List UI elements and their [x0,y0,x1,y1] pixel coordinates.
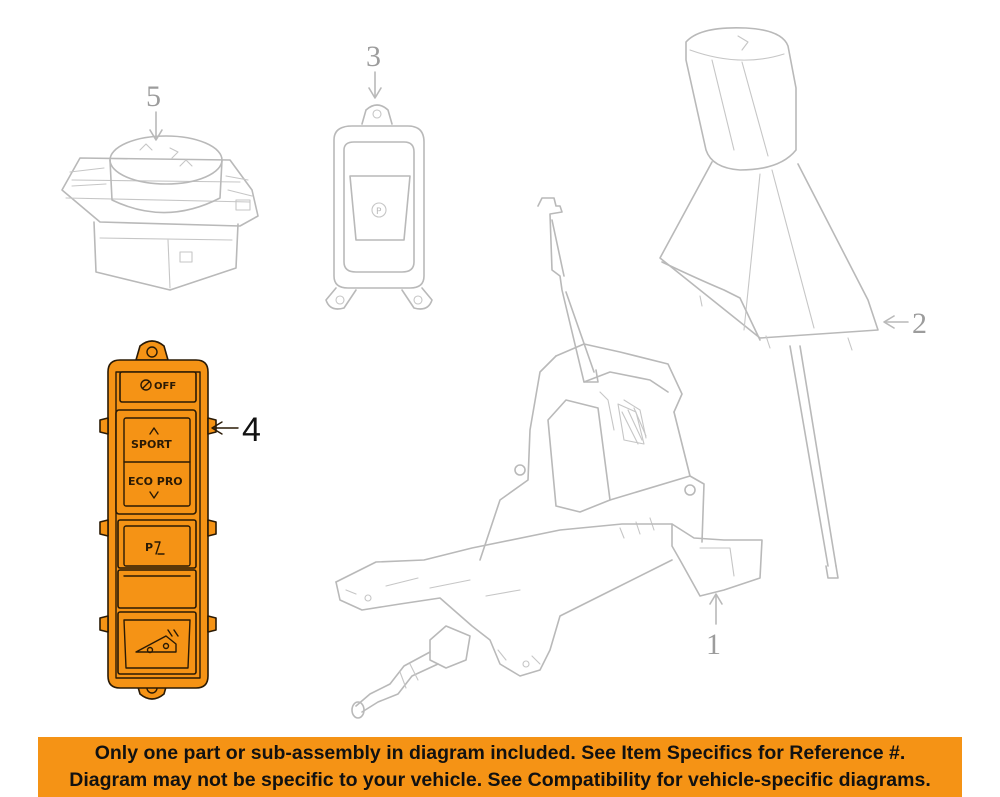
callout-2-label: 2 [912,307,927,340]
sport-up-arrow-icon [149,427,159,435]
disclaimer-line-2: Diagram may not be specific to your vehi… [69,769,931,791]
callout-4-label: 4 [242,411,261,449]
part-1-gear-lever [537,197,599,383]
part-3-paddle [349,175,411,241]
park-assist-button[interactable]: P [117,519,197,569]
eco-pro-down-arrow-icon [149,491,159,499]
part-1-cable [355,651,431,707]
off-button-label: OFF [154,381,176,392]
disclaimer-line-1: Only one part or sub-assembly in diagram… [94,742,906,764]
part-3-body [333,125,425,289]
disclaimer-banner: Only one part or sub-assembly in diagram… [38,737,962,797]
blank-button[interactable] [117,569,197,609]
part-1-tower-top [555,343,683,413]
callout-5-arrowhead [149,129,163,141]
dsc-off-icon [140,379,152,391]
part-5-knob-side [109,159,223,214]
callout-3-label: 3 [366,40,381,73]
callout-5-label: 5 [146,80,161,113]
callout-1-label: 1 [706,628,721,661]
sport-eco-pro-rocker[interactable]: SPORT ECO PRO [115,409,197,515]
svg-text:P: P [376,207,382,217]
part-2-lever-rod [789,345,837,567]
part-3-parking-brake-switch: 3 P [325,40,433,310]
part-1-cable-knuckle [429,625,471,669]
part-5-idrive-controller: 5 [61,80,259,291]
off-button[interactable]: OFF [119,371,197,403]
part-5-housing [93,221,239,291]
hill-descent-icon [135,629,179,654]
callout-4-arrowhead [211,421,223,435]
svg-text:P: P [145,541,153,554]
callout-2-arrowhead [883,315,895,329]
part-2-knob [685,26,797,171]
sport-label: SPORT [131,438,172,451]
part-1-bracket [671,523,763,597]
eco-pro-label: ECO PRO [128,475,183,488]
part-1-base-frame [335,523,673,583]
parking-brake-icon [371,202,387,218]
part-2-shift-knob-boot: 2 [659,26,927,579]
part-1-gate-block [547,399,611,513]
callout-3-arrowhead [368,87,382,99]
part-4-driving-mode-switch-panel: OFF SPORT ECO PRO P [99,340,261,700]
part-1-shifter-assembly: 1 [335,197,763,719]
callout-1-arrowhead [709,593,723,605]
part-5-base-plate [61,157,259,227]
park-assist-icon: P [145,541,165,555]
hill-descent-button[interactable] [117,611,197,675]
part-2-boot [659,161,879,339]
